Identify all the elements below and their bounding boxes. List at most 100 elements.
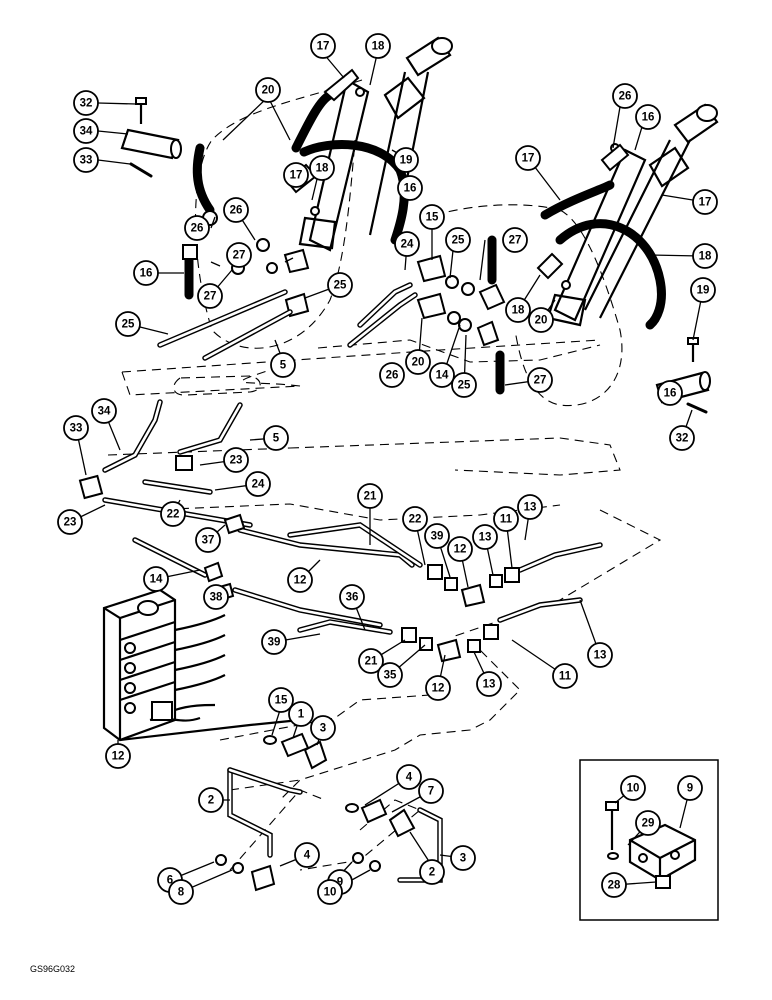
callout-label: 18 [699, 251, 712, 263]
callout-circle [339, 584, 365, 610]
callout-circle [476, 671, 502, 697]
callout-label: 22 [167, 509, 180, 521]
callout-label: 38 [210, 592, 223, 604]
callout-18: 18 [692, 243, 718, 269]
callout-circle [451, 372, 477, 398]
callout-label: 13 [524, 502, 537, 514]
callout-label: 16 [642, 112, 655, 124]
callout-label: 21 [365, 656, 378, 668]
left-pin-assembly [120, 97, 182, 178]
callout-label: 14 [436, 370, 449, 382]
callout-15: 15 [419, 204, 445, 230]
callout-circle [143, 566, 169, 592]
callout-17: 17 [692, 189, 718, 215]
control-valve [102, 588, 301, 742]
callout-label: 17 [522, 153, 535, 165]
callout-label: 12 [294, 575, 307, 587]
callout-label: 12 [454, 544, 467, 556]
callout-label: 13 [594, 650, 607, 662]
callout-label: 4 [304, 850, 311, 862]
callout-12: 12 [105, 743, 131, 769]
callout-12: 12 [447, 536, 473, 562]
callout-label: 15 [275, 695, 288, 707]
callout-label: 20 [262, 85, 275, 97]
callout-label: 26 [230, 205, 243, 217]
callout-39: 39 [261, 629, 287, 655]
callout-circle [397, 175, 423, 201]
callout-label: 20 [412, 357, 425, 369]
callout-circle [168, 879, 194, 905]
callout-label: 26 [619, 91, 632, 103]
callout-circle [283, 162, 309, 188]
callout-12: 12 [287, 567, 313, 593]
callout-circle [612, 83, 638, 109]
callout-22: 22 [160, 501, 186, 527]
callout-label: 27 [204, 291, 217, 303]
callout-label: 27 [233, 250, 246, 262]
callout-24: 24 [245, 471, 271, 497]
callout-18: 18 [365, 33, 391, 59]
callout-22: 22 [402, 506, 428, 532]
callout-10: 10 [620, 775, 646, 801]
callout-17: 17 [515, 145, 541, 171]
callout-circle [635, 104, 661, 130]
callout-circle [115, 311, 141, 337]
callout-circle [309, 155, 335, 181]
callout-label: 20 [535, 315, 548, 327]
callout-label: 4 [406, 772, 413, 784]
callout-20: 20 [255, 77, 281, 103]
callout-label: 10 [324, 887, 337, 899]
callout-12: 12 [425, 675, 451, 701]
callout-29: 29 [635, 810, 661, 836]
callout-label: 32 [80, 98, 93, 110]
callout-9: 9 [677, 775, 703, 801]
callout-1: 1 [288, 701, 314, 727]
callout-26: 26 [223, 197, 249, 223]
callout-label: 9 [687, 783, 693, 795]
callout-label: 33 [80, 155, 93, 167]
callout-circle [365, 33, 391, 59]
callout-label: 12 [112, 751, 125, 763]
callout-4: 4 [396, 764, 422, 790]
callout-circle [357, 483, 383, 509]
callout-5: 5 [263, 425, 289, 451]
callout-label: 25 [458, 380, 471, 392]
callout-label: 16 [140, 268, 153, 280]
callout-14: 14 [429, 362, 455, 388]
callout-circle [310, 715, 336, 741]
callout-circle [472, 524, 498, 550]
callout-circle [226, 242, 252, 268]
callout-circle [657, 380, 683, 406]
callout-label: 5 [273, 433, 280, 445]
callout-circle [419, 859, 445, 885]
callout-27: 27 [197, 283, 223, 309]
callout-21: 21 [357, 483, 383, 509]
callout-circle [393, 147, 419, 173]
callout-19: 19 [690, 277, 716, 303]
callout-label: 13 [479, 532, 492, 544]
callout-label: 8 [178, 887, 185, 899]
callout-circle [402, 506, 428, 532]
callout-circle [263, 425, 289, 451]
callout-circle [396, 764, 422, 790]
callout-11: 11 [493, 506, 519, 532]
callout-34: 34 [91, 398, 117, 424]
callout-label: 25 [122, 319, 135, 331]
callout-label: 19 [400, 155, 413, 167]
callout-circle [517, 494, 543, 520]
callout-circle [327, 272, 353, 298]
callout-circle [677, 775, 703, 801]
callout-13: 13 [517, 494, 543, 520]
callout-14: 14 [143, 566, 169, 592]
callout-label: 32 [676, 433, 689, 445]
callout-circle [287, 567, 313, 593]
callout-28: 28 [601, 872, 627, 898]
callout-16: 16 [133, 260, 159, 286]
callout-circle [63, 415, 89, 441]
leader-lines [69, 49, 706, 893]
callout-16: 16 [657, 380, 683, 406]
callout-label: 19 [697, 285, 710, 297]
callout-33: 33 [73, 147, 99, 173]
callout-label: 3 [320, 723, 326, 735]
